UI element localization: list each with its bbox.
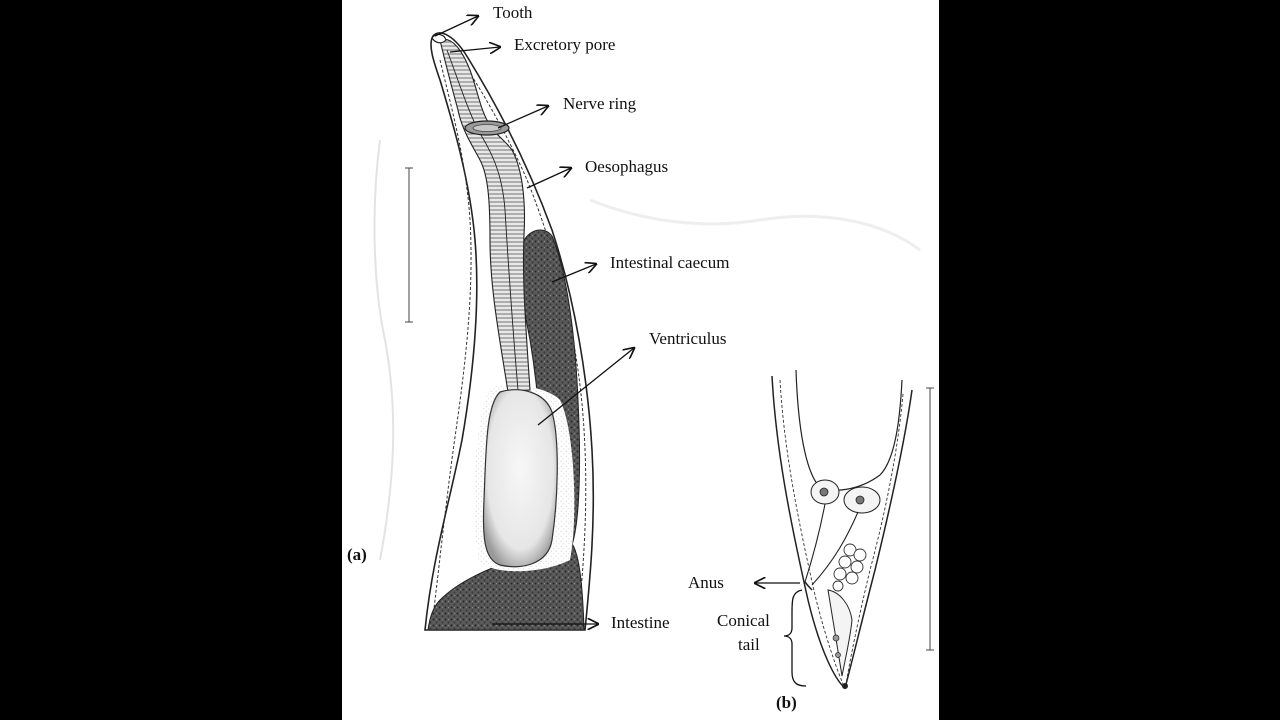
label-oesophagus: Oesophagus xyxy=(585,157,669,176)
label-anus: Anus xyxy=(688,573,724,592)
panel-tag-b: (b) xyxy=(776,693,797,712)
label-nerve-ring: Nerve ring xyxy=(563,94,637,113)
oesophagus-shape xyxy=(439,38,531,393)
label-excretory-pore: Excretory pore xyxy=(514,35,616,54)
leader-lines-a xyxy=(434,16,634,624)
label-ventriculus: Ventriculus xyxy=(649,329,727,348)
label-conical: Conical xyxy=(717,611,770,630)
panel-tag-a: (a) xyxy=(347,545,367,564)
label-intestine: Intestine xyxy=(611,613,670,632)
label-tooth: Tooth xyxy=(493,3,533,22)
label-intestinal-caecum: Intestinal caecum xyxy=(610,253,730,272)
nematode-tail-b xyxy=(771,369,913,690)
conical-tail-brace xyxy=(783,589,807,687)
ventriculus-shape xyxy=(482,389,558,568)
label-tail: tail xyxy=(738,635,760,654)
